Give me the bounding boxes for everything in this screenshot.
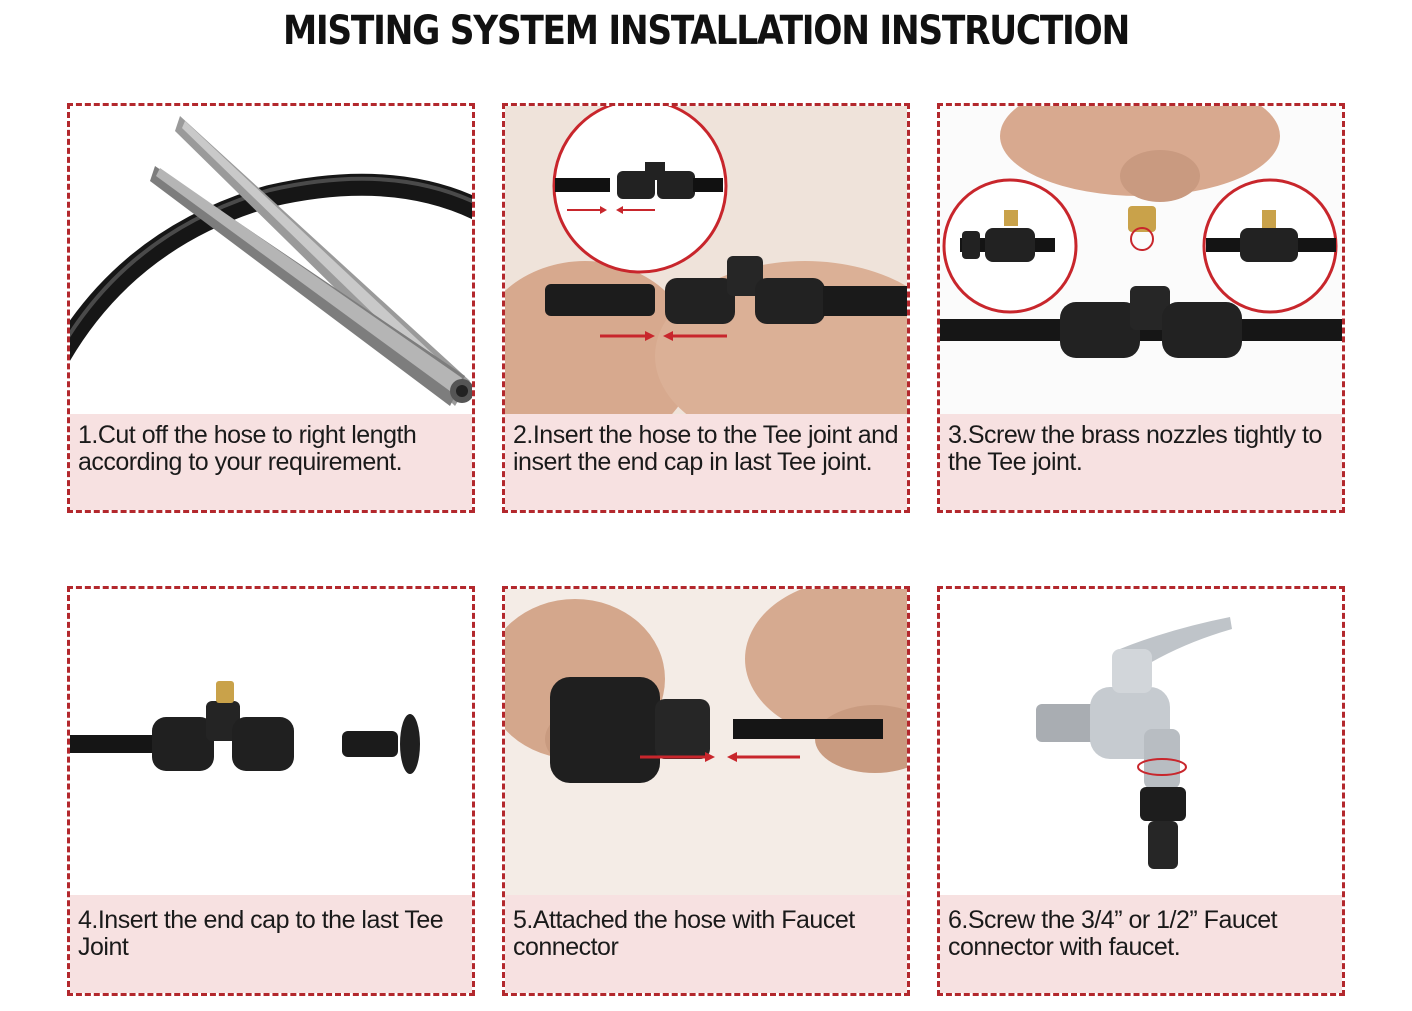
step-3-panel: 3.Screw the brass nozzles tightly to the… <box>937 103 1345 513</box>
scissors-cutting-hose-image <box>70 116 472 406</box>
step-1-panel: 1.Cut off the hose to right length accor… <box>67 103 475 513</box>
attaching-faucet-connector-image <box>505 589 907 899</box>
step-4-caption: 4.Insert the end cap to the last Tee Joi… <box>70 895 472 993</box>
step-3-caption: 3.Screw the brass nozzles tightly to the… <box>940 414 1342 510</box>
screwing-brass-nozzle-image <box>940 106 1342 416</box>
tee-joint-end-cap-image <box>70 589 472 899</box>
step-6-caption: 6.Screw the 3/4” or 1/2” Faucet connecto… <box>940 895 1342 993</box>
step-5-panel: 5.Attached the hose with Faucet connecto… <box>502 586 910 996</box>
hands-inserting-hose-image <box>505 106 907 416</box>
step-4-panel: 4.Insert the end cap to the last Tee Joi… <box>67 586 475 996</box>
step-5-caption: 5.Attached the hose with Faucet connecto… <box>505 895 907 993</box>
page-title: MISTING SYSTEM INSTALLATION INSTRUCTION <box>282 8 1130 54</box>
chrome-faucet-image <box>940 589 1342 899</box>
step-6-panel: 6.Screw the 3/4” or 1/2” Faucet connecto… <box>937 586 1345 996</box>
step-2-panel: 2.Insert the hose to the Tee joint and i… <box>502 103 910 513</box>
step-2-caption: 2.Insert the hose to the Tee joint and i… <box>505 414 907 510</box>
step-1-caption: 1.Cut off the hose to right length accor… <box>70 414 472 510</box>
